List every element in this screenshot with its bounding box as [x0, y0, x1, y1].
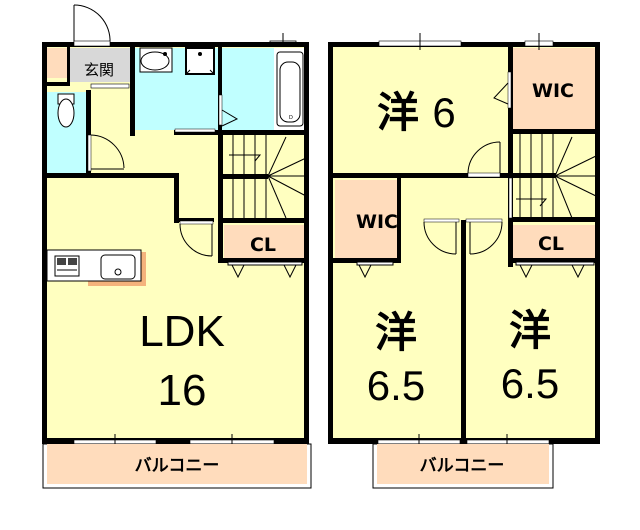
room-right-door [465, 218, 503, 255]
bathroom [222, 48, 274, 130]
ldk-size: 16 [158, 366, 207, 415]
closet-2-area [512, 225, 596, 261]
staircase-floor-2 [516, 134, 597, 219]
closet-area [224, 225, 306, 261]
staircase-floor-1 [229, 134, 307, 219]
wic-top-area [512, 48, 596, 130]
room-right-kanji: 洋 [509, 306, 551, 355]
bathtub-icon: D [276, 51, 304, 127]
closet-label: CL [250, 234, 276, 256]
wic-left-area [335, 180, 399, 262]
balcony-floor-1 [42, 443, 312, 489]
shoe-closet [47, 48, 67, 78]
room-top-size: 6 [432, 89, 455, 136]
wic-top-door [493, 71, 512, 109]
sink-icon [100, 254, 136, 280]
ldk-door [179, 220, 214, 257]
washing-machine-icon [185, 47, 215, 75]
wic-left-label: WIC [356, 211, 398, 233]
toilet-icon [57, 93, 75, 128]
closet-doors [227, 261, 303, 279]
room-left-door [423, 218, 460, 255]
closet-2-label: CL [538, 233, 564, 255]
closet-2-doors [515, 261, 595, 279]
front-door [73, 4, 111, 44]
wash-basin-icon [139, 47, 173, 73]
entrance-area [68, 48, 130, 82]
kitchen-counter [46, 249, 146, 286]
balcony-1-label: バルコニー [135, 456, 220, 476]
room-left-kanji: 洋 [375, 308, 417, 357]
floor-2-top-windows [378, 33, 554, 50]
balcony-floor-2 [372, 443, 554, 489]
walls-floor-2 [328, 42, 600, 444]
wic-left-door [356, 261, 394, 279]
balcony-2-label: バルコニー [420, 456, 505, 476]
room-top-kanji: 洋 [377, 88, 419, 137]
entrance-label: 玄関 [84, 61, 114, 79]
ldk-label: LDK [139, 307, 225, 356]
svg-text:D: D [289, 115, 293, 121]
walls-floor-1 [42, 42, 309, 444]
floor-1: D [42, 4, 312, 489]
wic-top-label: WIC [532, 80, 574, 102]
toilet-door [87, 134, 125, 172]
room-6-door [467, 141, 501, 178]
floor-2 [328, 33, 600, 489]
room-right-size: 6.5 [501, 360, 559, 407]
bath-door [218, 94, 239, 127]
stove-icon [54, 255, 80, 277]
room-left-size: 6.5 [367, 362, 425, 409]
